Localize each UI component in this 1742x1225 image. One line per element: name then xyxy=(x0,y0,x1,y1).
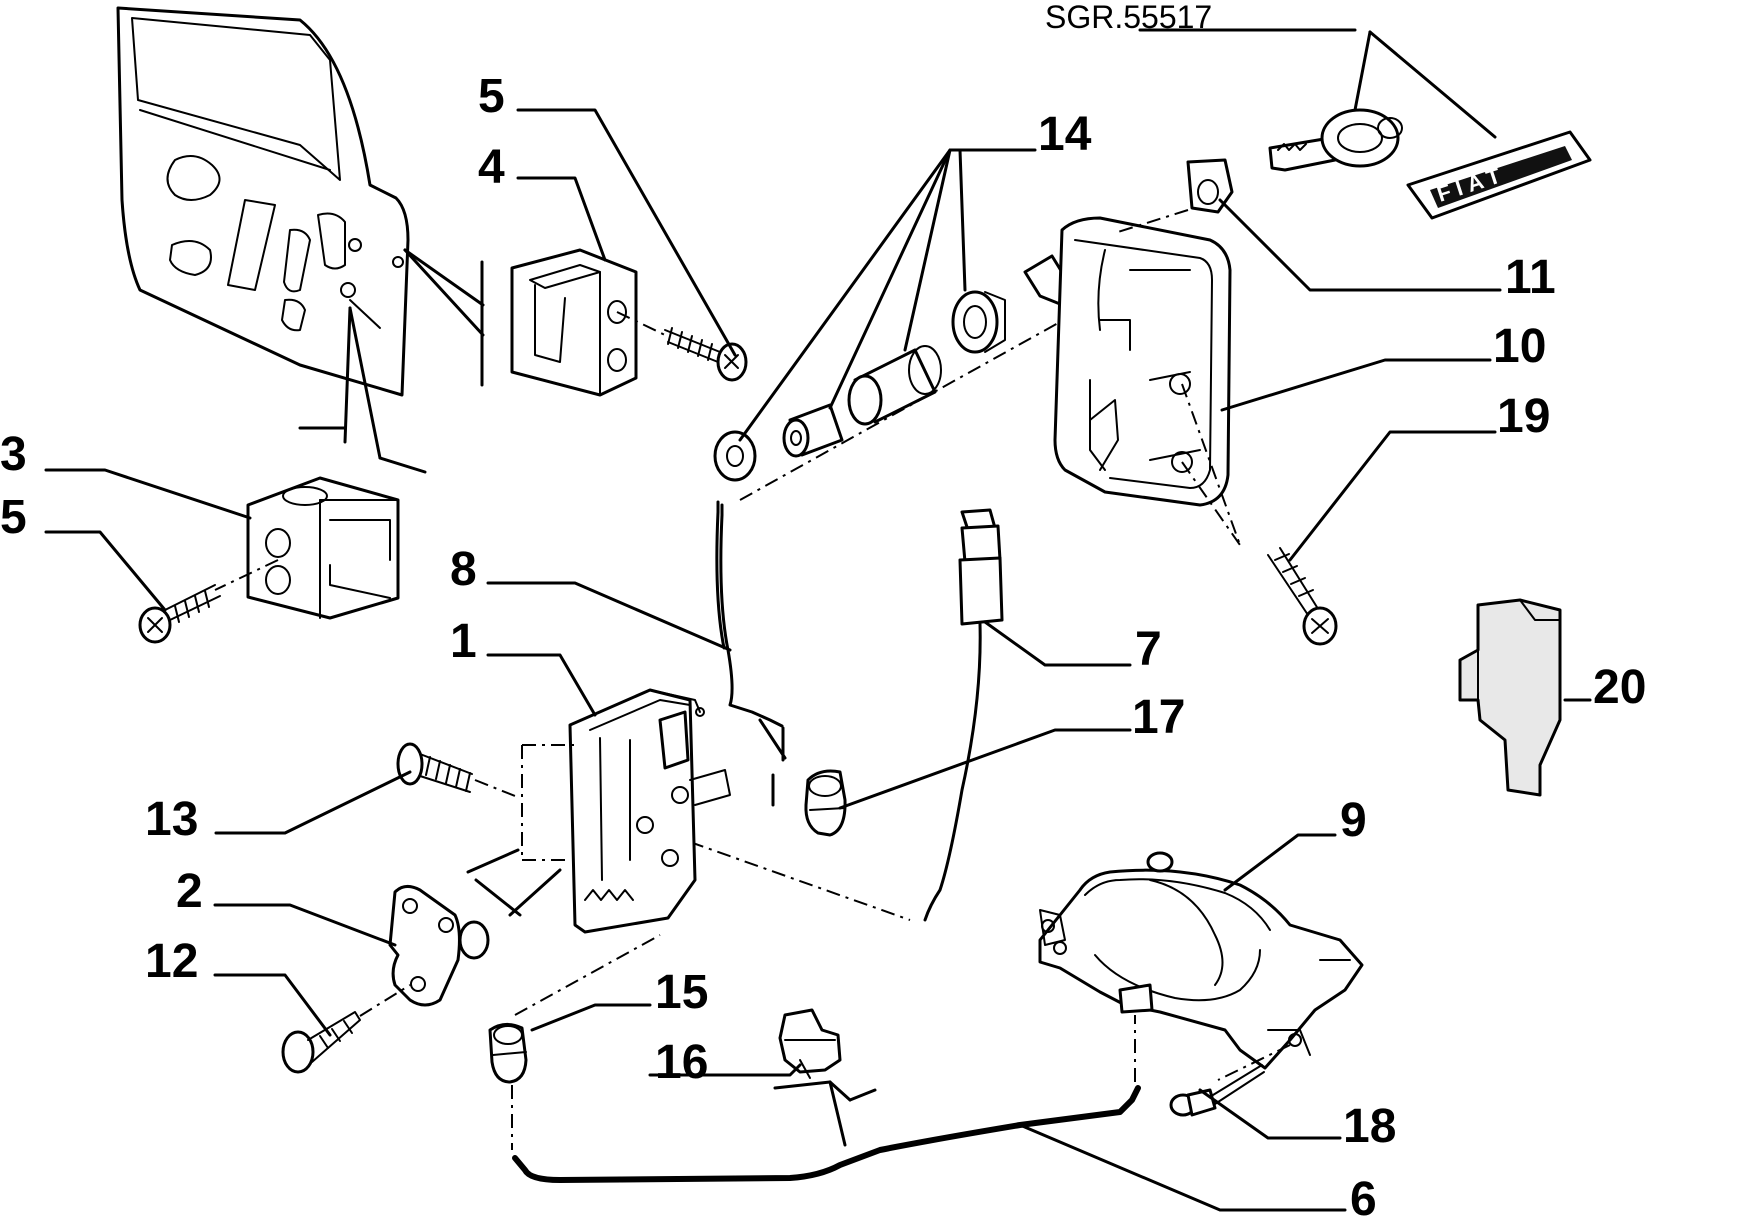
fiat-badge: FIAT xyxy=(1406,130,1592,220)
callout-13: 13 xyxy=(145,793,198,846)
screw-part-19 xyxy=(1267,547,1338,646)
door-leaders xyxy=(298,248,485,474)
cover-part-20 xyxy=(1458,598,1562,797)
block-part-3 xyxy=(246,476,400,620)
rod-part-6 xyxy=(512,1015,1141,1183)
cap-part-11 xyxy=(1117,158,1234,233)
callout-20: 20 xyxy=(1593,661,1646,714)
grommet-part-15 xyxy=(488,934,661,1150)
key-icon xyxy=(1268,108,1403,172)
rivet-part-18 xyxy=(1169,1064,1265,1117)
callout-6: 6 xyxy=(1350,1173,1377,1225)
interior-handle-part-9 xyxy=(1038,851,1364,1081)
callout-5-lower: 5 xyxy=(0,491,27,544)
door-panel xyxy=(116,6,410,397)
callout-19: 19 xyxy=(1497,390,1550,443)
callout-11: 11 xyxy=(1505,251,1556,304)
callout-15: 15 xyxy=(655,966,708,1019)
grommet-part-17 xyxy=(804,769,847,837)
callout-7: 7 xyxy=(1135,623,1162,676)
callout-10: 10 xyxy=(1493,320,1546,373)
exterior-handle-part-10 xyxy=(1053,216,1241,546)
callout-5-upper: 5 xyxy=(478,70,505,123)
callout-14: 14 xyxy=(1038,108,1092,161)
callout-18: 18 xyxy=(1343,1100,1396,1153)
screw-part-5-lower xyxy=(138,559,279,644)
screw-part-12 xyxy=(281,984,411,1074)
callout-1: 1 xyxy=(450,615,477,668)
screw-part-5-upper xyxy=(616,311,748,382)
callout-labels: SGR.55517 5 4 14 11 10 19 3 5 8 7 20 1 1… xyxy=(0,0,1646,1225)
callout-8: 8 xyxy=(450,543,477,596)
key-and-badge: FIAT xyxy=(1138,28,1592,220)
callout-17: 17 xyxy=(1132,691,1185,744)
clip-part-16 xyxy=(778,1008,842,1079)
bolt-part-13 xyxy=(396,742,521,799)
bracket-part-4 xyxy=(510,248,638,397)
callout-12: 12 xyxy=(145,935,198,988)
lock-cylinder-part-14 xyxy=(713,254,1077,501)
callout-3: 3 xyxy=(0,428,27,481)
rod-part-8 xyxy=(715,500,787,807)
callout-16: 16 xyxy=(655,1036,708,1089)
callout-9: 9 xyxy=(1340,794,1367,847)
striker-part-2 xyxy=(388,848,562,1007)
lock-mechanism-part-1 xyxy=(521,688,731,934)
switch-part-7 xyxy=(689,508,1004,922)
callout-2: 2 xyxy=(176,865,203,918)
diagram-code: SGR.55517 xyxy=(1045,0,1212,35)
callout-4: 4 xyxy=(478,141,505,194)
callout-leaders xyxy=(44,108,1592,1212)
